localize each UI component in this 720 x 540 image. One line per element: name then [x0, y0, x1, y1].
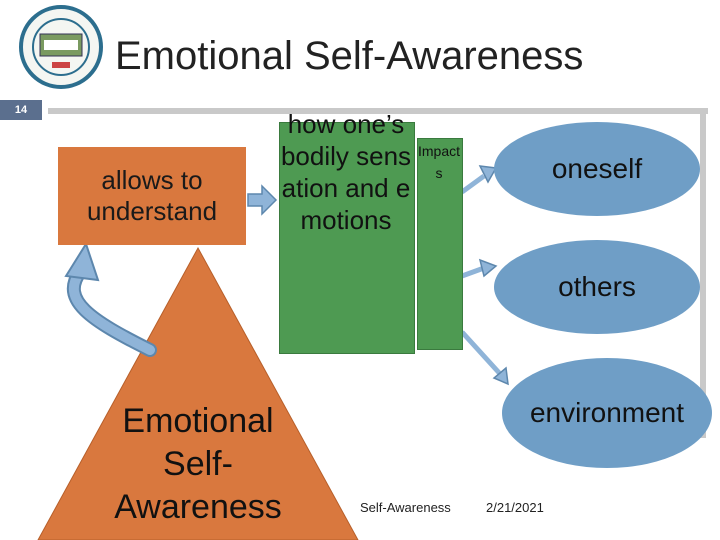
slide-title: Emotional Self-Awareness: [115, 34, 584, 78]
header-divider: [48, 108, 708, 114]
target-oneself: oneself: [494, 122, 700, 216]
arrow-to-others: [478, 258, 498, 278]
impacts-box: [417, 138, 463, 350]
impacts-box-text: Impacts: [417, 143, 460, 181]
right-divider: [700, 108, 706, 438]
arrow-to-environment: [492, 366, 509, 386]
target-environment: environment: [502, 358, 712, 468]
feedback-arrowhead: [64, 241, 100, 282]
how-box: [279, 122, 415, 354]
how-box-text: how one’s bodily sensation and emotions: [280, 109, 412, 235]
awareness-triangle: [37, 246, 359, 540]
college-seal-logo-icon: [6, 4, 116, 90]
arrow-to-oneself: [478, 165, 498, 184]
footer-date: 2/21/2021: [486, 500, 544, 515]
triangle-label: Emotional Self-Awareness: [114, 402, 282, 526]
understand-box: allows to understand: [58, 147, 246, 245]
target-others: others: [494, 240, 700, 334]
slide-number: 14: [0, 100, 42, 120]
footer-topic: Self-Awareness: [360, 500, 451, 515]
arrow-understand-to-how: [247, 184, 278, 216]
